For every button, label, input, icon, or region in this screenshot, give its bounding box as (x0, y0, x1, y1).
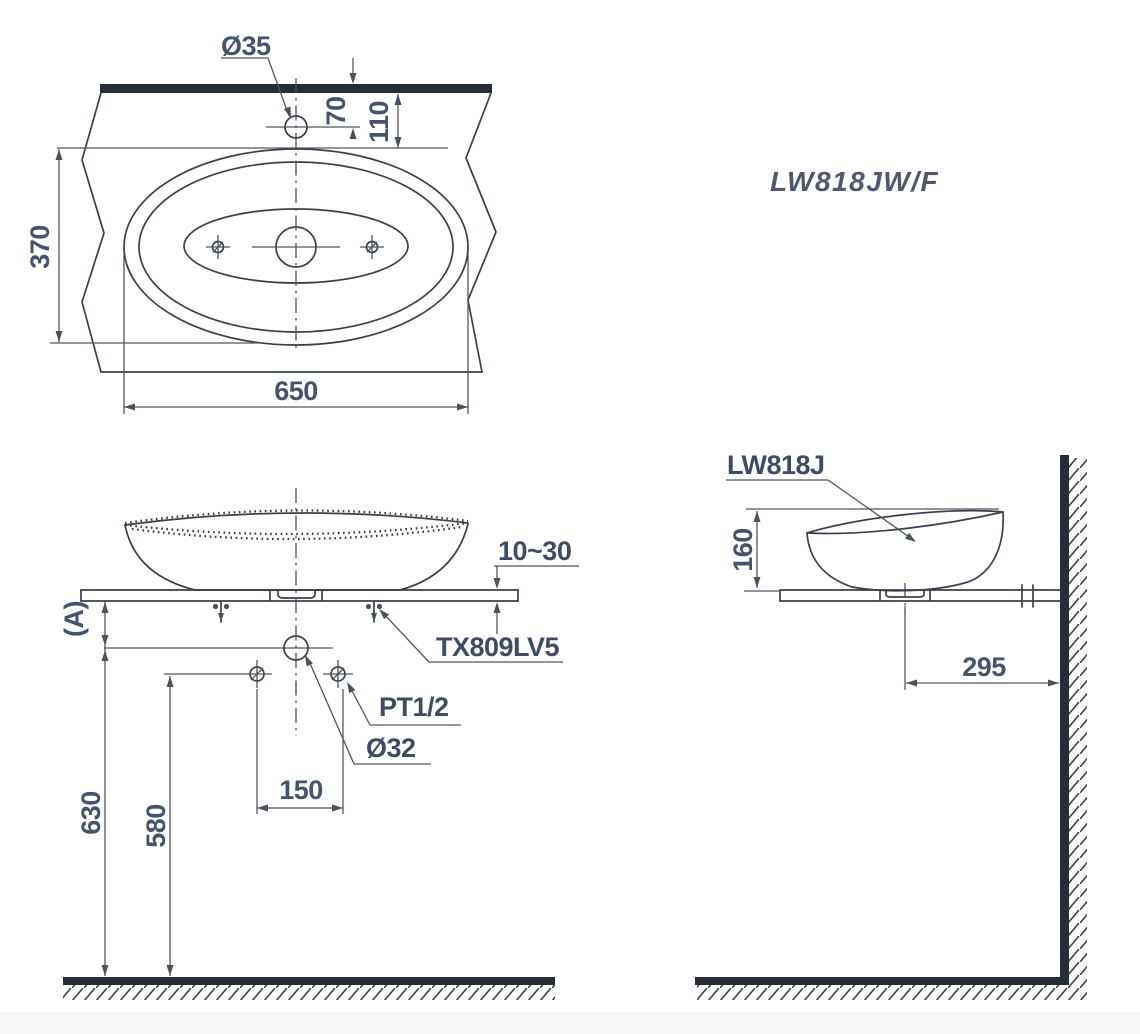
counter-slab-side (779, 584, 1061, 608)
wall-line (1060, 455, 1069, 985)
dim-faucet-hole-dia: Ø35 (221, 31, 271, 61)
supply-mark-left (206, 235, 230, 259)
dim-basin-depth: 370 (25, 225, 55, 269)
mounting-clamp-left (212, 600, 230, 623)
top-view: Ø35 70 110 370 650 (25, 31, 497, 414)
dim-basin-width: 650 (274, 376, 318, 406)
drain-outlet-front (283, 635, 309, 661)
floor-line-front (63, 977, 555, 985)
dim-drain-dia: Ø32 (366, 733, 416, 763)
side-model-label: LW818J (727, 450, 825, 480)
dim-drain-to-wall: 295 (962, 652, 1006, 682)
page-margin-strip (0, 1012, 1140, 1034)
counter-slab-front (80, 589, 519, 602)
model-code-label: LW818JW/F (770, 166, 939, 197)
dim-counter-thickness: 10~30 (498, 536, 571, 566)
wall-hatch (1069, 458, 1087, 985)
dim-supply-spacing: 150 (279, 775, 323, 805)
dim-drain-height: 630 (76, 791, 106, 835)
supply-mark-right (360, 235, 384, 259)
bowl-rim-texture (124, 509, 469, 525)
floor-line-side (695, 977, 1069, 985)
counter-break-left (81, 92, 105, 373)
dim-counter-gap: (A) (59, 601, 89, 637)
drain-recess (277, 589, 316, 599)
floor-hatch-front (63, 985, 555, 1000)
side-view: LW818J 160 295 (695, 450, 1087, 1000)
supply-point-right (323, 660, 353, 688)
bowl-profile-side (806, 511, 1004, 592)
dim-hole-offset: 70 (321, 96, 351, 125)
dim-rim-offset: 110 (364, 101, 394, 143)
mounting-clamp-right (365, 600, 383, 623)
front-view: 10~30 TX809LV5 PT1/2 (59, 488, 579, 1000)
supply-point-left (164, 660, 272, 688)
dim-supply-thread: PT1/2 (379, 692, 449, 722)
dim-supply-height: 580 (141, 804, 171, 848)
faucet-model-label: TX809LV5 (436, 632, 560, 662)
basin-outer-rim (123, 148, 469, 346)
dim-bowl-height: 160 (728, 528, 758, 572)
floor-hatch-side (697, 985, 1087, 1000)
counter-break-right (465, 92, 497, 373)
